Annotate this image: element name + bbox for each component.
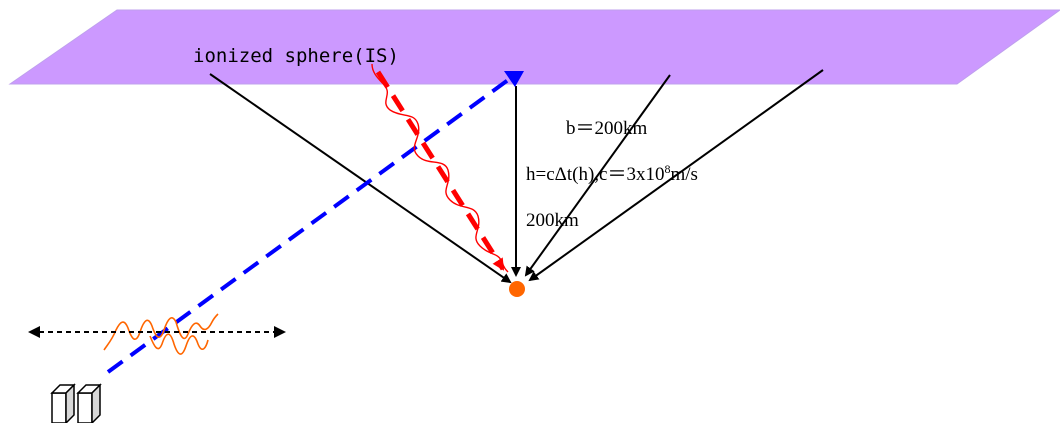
antenna-boxes-icon: [50, 383, 102, 423]
ionized-sphere-plane: [8, 9, 1060, 85]
ray-left: [209, 73, 512, 284]
blue-dashed-path: [106, 78, 510, 374]
red-wavy-line: [371, 63, 509, 273]
orange-wave-lower: [149, 333, 209, 355]
ray-right-1: [524, 74, 671, 277]
red-dashed-arrow: [375, 70, 506, 271]
b-value-label: b＝200km: [566, 118, 648, 139]
h-formula-label: h=cΔt(h),c＝3x108m/s: [526, 162, 698, 185]
blue-triangle-icon: [504, 71, 524, 87]
ray-right-2: [528, 69, 824, 282]
ionized-sphere-label: ionized sphere(IS): [193, 45, 399, 67]
convergence-point: [509, 281, 525, 297]
depth-label: 200km: [526, 210, 579, 231]
